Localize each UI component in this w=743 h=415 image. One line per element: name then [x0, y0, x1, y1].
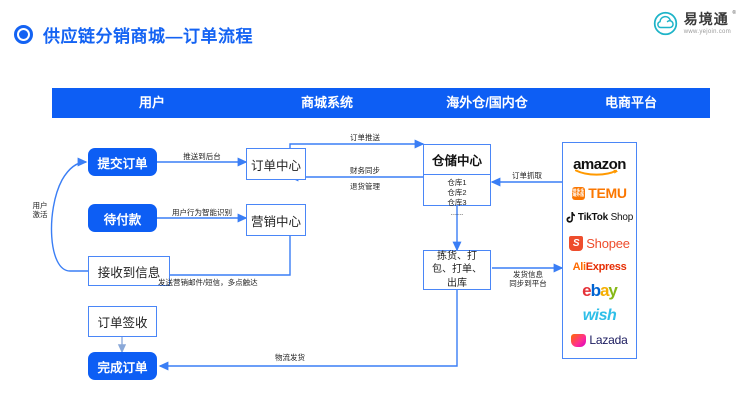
column-header-warehouse: 海外仓/国内仓 [446, 95, 528, 110]
warehouse-item: 仓库2 [447, 188, 467, 198]
platform-aliexpress[interactable]: AliExpress AliExpress [563, 261, 636, 273]
ebay-logo: ebay [582, 281, 618, 300]
edge-label-behavior-recognition: 用户行为智能识别 [172, 208, 232, 217]
node-pending-payment[interactable]: 待付款 [88, 204, 157, 232]
node-submit-order[interactable]: 提交订单 [88, 148, 157, 176]
logo-trademark: ® [732, 10, 737, 16]
edge-label-ship-sync: 发货信息同步到平台 [509, 270, 547, 289]
node-receive-info[interactable]: 接收到信息 [88, 256, 170, 286]
column-header-band: 用户 商城系统 海外仓/国内仓 电商平台 [52, 88, 710, 118]
edge-label-return-manage: 退货管理 [350, 182, 380, 191]
warehouse-list: 仓库1 仓库2 仓库3 ...... [424, 175, 490, 221]
node-order-center[interactable]: 订单中心 [246, 148, 306, 180]
brand-logo: 易境通® www.yejoin.com [652, 10, 737, 37]
amazon-logo: amazon [573, 156, 626, 176]
edge-label-user-activate: 用户激活 [32, 201, 48, 220]
node-complete-order[interactable]: 完成订单 [88, 352, 157, 380]
platform-amazon[interactable]: amazon [563, 156, 636, 176]
tiktok-note-icon [566, 212, 575, 223]
platform-wish[interactable]: wish [563, 307, 636, 325]
node-order-signed[interactable]: 订单签收 [88, 306, 157, 337]
page-title-text: 供应链分销商城—订单流程 [43, 27, 253, 46]
page-title: 供应链分销商城—订单流程 [14, 22, 253, 47]
shopee-logo: Shopee [586, 236, 630, 251]
lazada-logo: Lazada [589, 333, 628, 347]
platform-ebay[interactable]: ebay ebay [563, 281, 636, 301]
edge-label-order-fetch: 订单抓取 [512, 171, 542, 180]
logo-url: www.yejoin.com [683, 29, 731, 35]
edge-label-send-marketing: 发送营销邮件/短信，多点触达 [158, 278, 258, 287]
platform-temu[interactable]: 拼多多海外版 TEMU [563, 185, 636, 201]
wish-logo: wish [582, 307, 617, 324]
platform-lazada[interactable]: Lazada [563, 333, 636, 347]
warehouse-item: 仓库1 [447, 178, 467, 187]
column-header-user: 用户 [138, 95, 165, 110]
warehouse-item: ...... [450, 208, 464, 218]
lazada-icon [571, 333, 587, 347]
edge-label-order-push: 订单推送 [350, 133, 380, 142]
cloud-circle-icon [653, 11, 677, 36]
node-ecommerce-platforms[interactable]: amazon 拼多多海外版 TEMU TikTok Shop S Shopee [562, 142, 637, 359]
warehouse-center-title: 仓储中心 [424, 145, 490, 175]
column-header-platform: 电商平台 [604, 95, 657, 110]
amazon-smile-icon [575, 169, 619, 176]
tiktok-logo: TikTok Shop [577, 212, 634, 223]
edge-label-logistics-ship: 物流发货 [275, 353, 305, 362]
column-header-mall: 商城系统 [300, 95, 353, 110]
node-pick-pack[interactable]: 拣货、打包、打单、出库 [423, 250, 491, 290]
node-marketing-center[interactable]: 营销中心 [246, 204, 306, 236]
logo-name: 易境通® [683, 10, 737, 27]
edge-label-push-to-backend: 推送到后台 [183, 152, 221, 161]
warehouse-item: 仓库3 [447, 198, 467, 208]
platform-shopee[interactable]: S Shopee [563, 236, 636, 251]
shopee-icon: S [569, 236, 584, 251]
target-dot-icon [14, 25, 33, 44]
temu-icon: 拼多多海外版 [572, 186, 586, 200]
aliexpress-logo: AliExpress [572, 261, 627, 273]
temu-logo: TEMU [588, 185, 627, 201]
node-warehouse-center[interactable]: 仓储中心 仓库1 仓库2 仓库3 ...... [423, 144, 491, 217]
edge-label-finance-sync: 财务同步 [350, 166, 380, 175]
platform-tiktok[interactable]: TikTok Shop [563, 212, 636, 223]
